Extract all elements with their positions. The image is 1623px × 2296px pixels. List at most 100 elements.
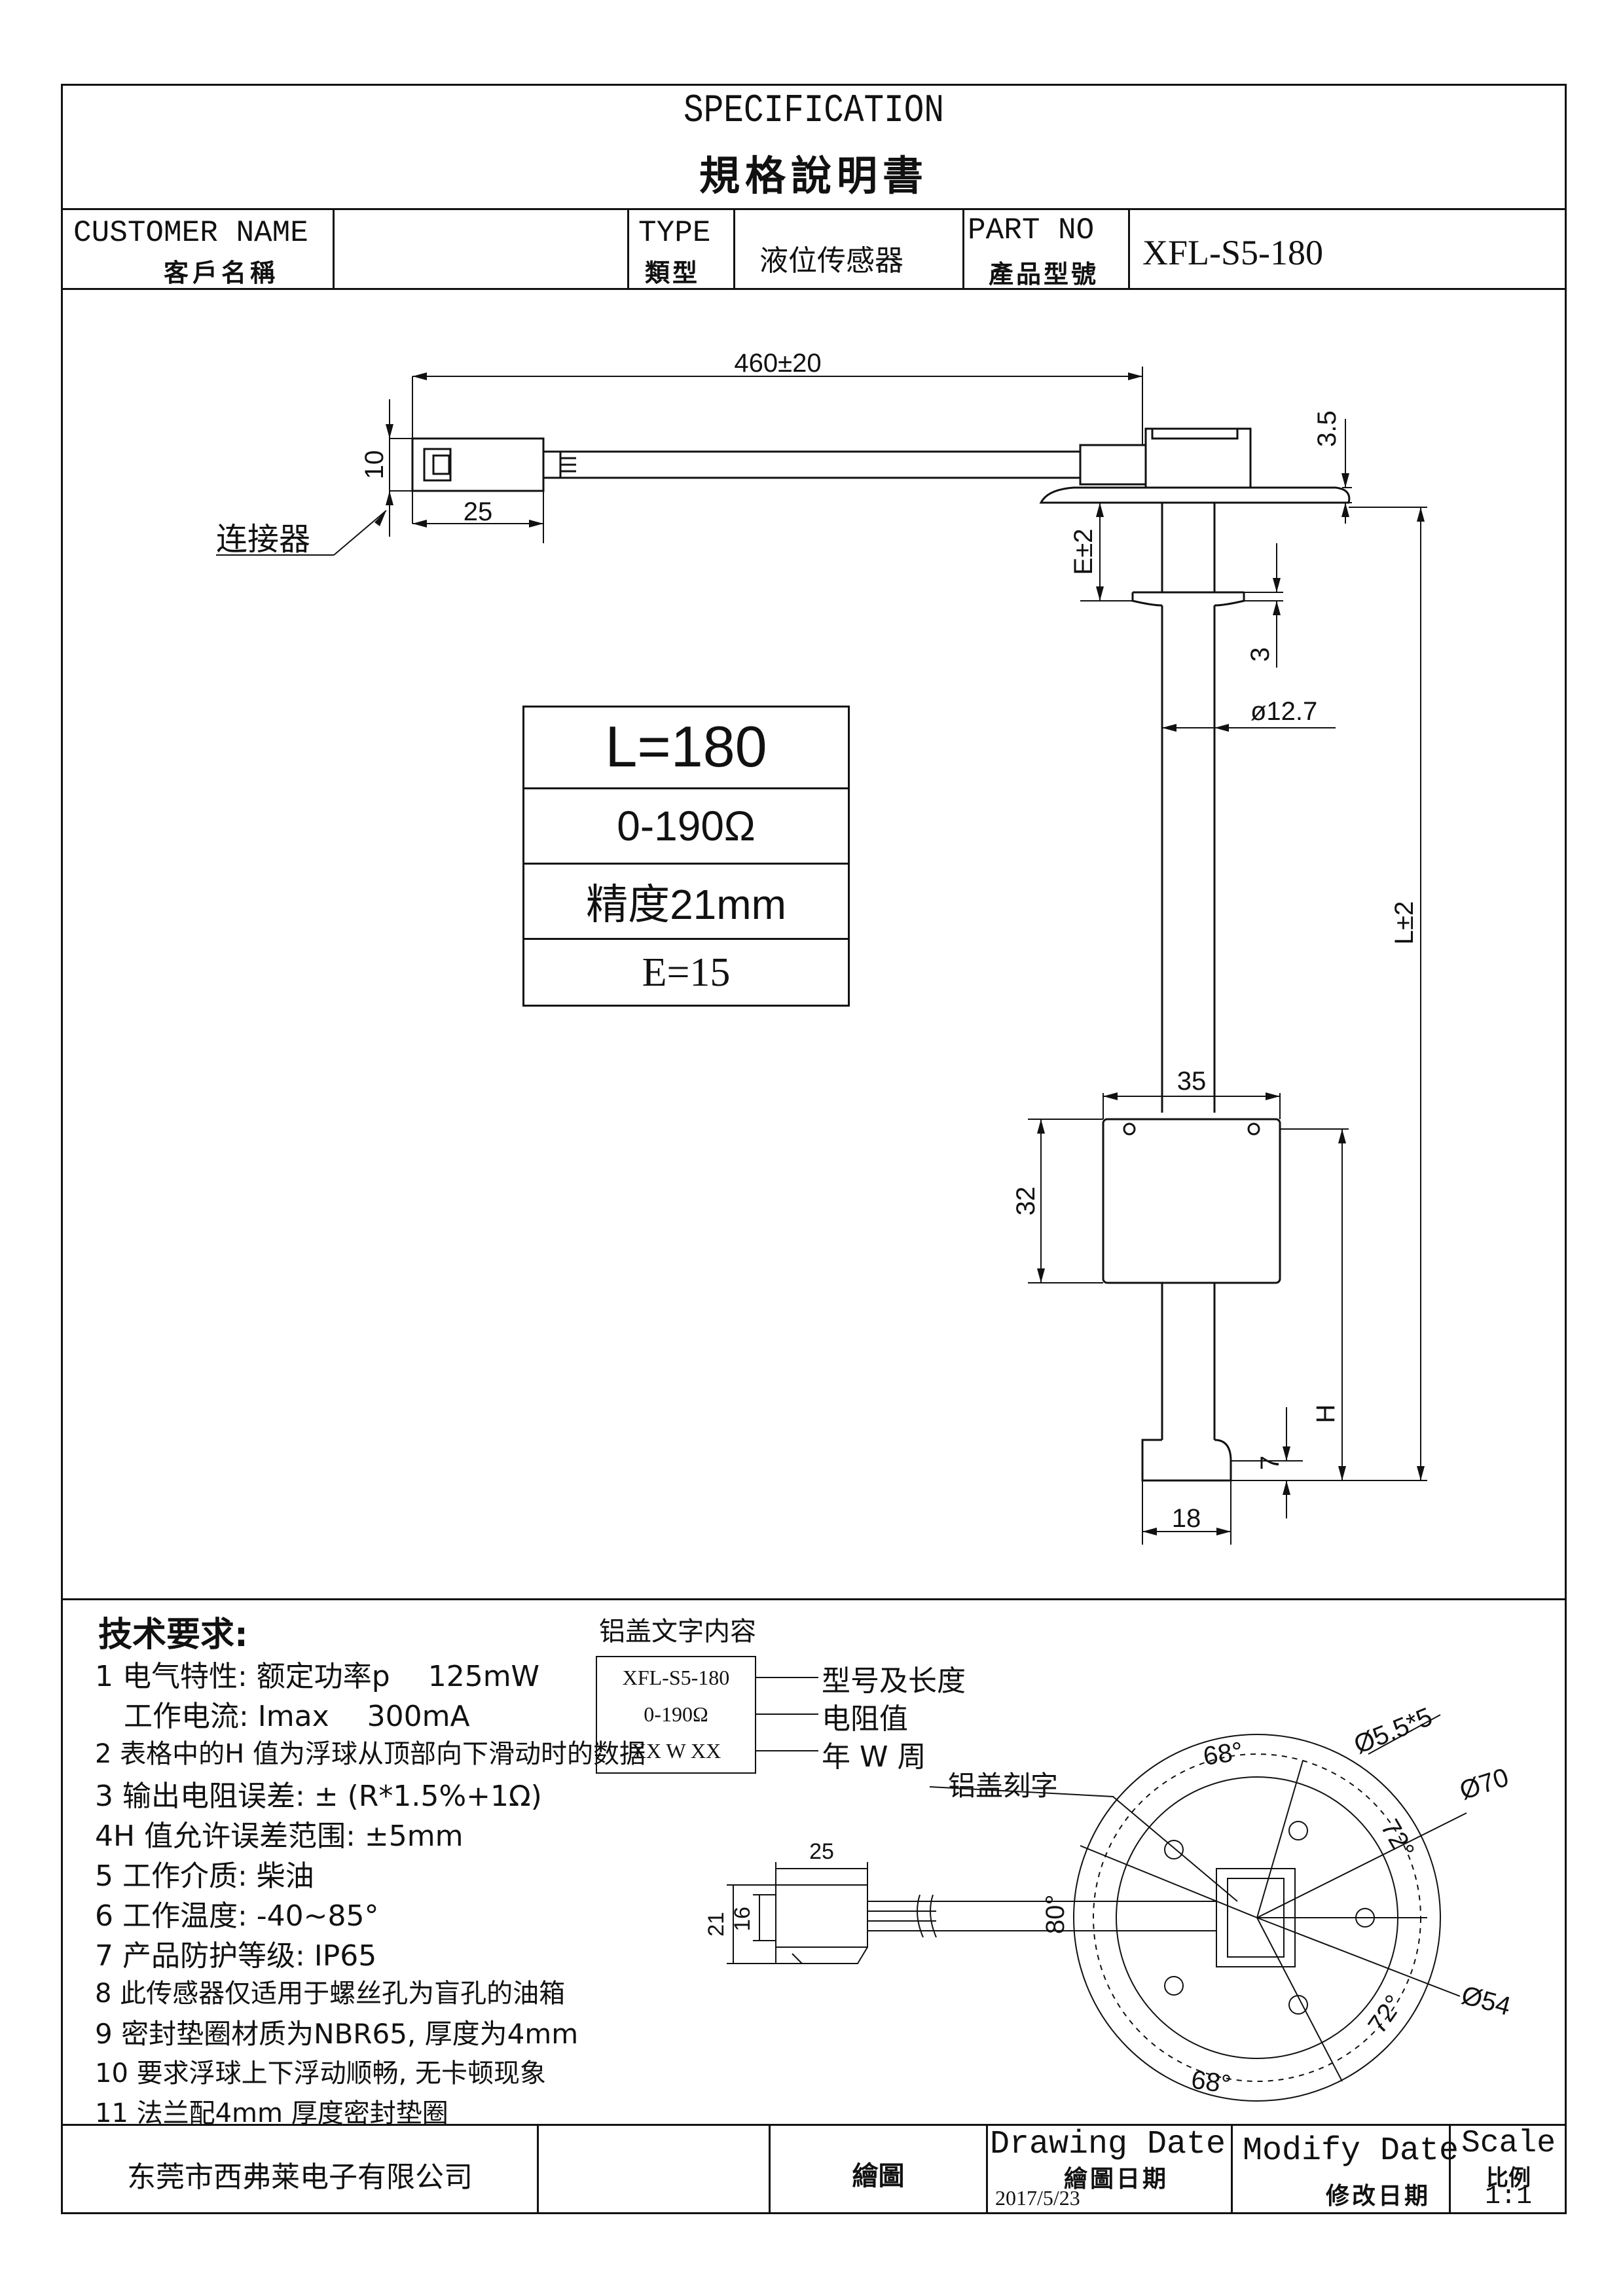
connector-label: 连接器: [216, 522, 310, 557]
modify-date-label-en: Modify Date: [1243, 2132, 1459, 2170]
drawing-date-value: 2017/5/23: [995, 2186, 1080, 2210]
cover-text-title: 铝盖文字内容: [599, 1617, 756, 1647]
side-connector-body: [775, 1884, 868, 1948]
scale-label-cn: 比例: [1486, 2165, 1531, 2191]
cover-line: XFL-S5-180: [622, 1666, 730, 1689]
dim-connector-width: 25: [464, 497, 493, 526]
legend-model: 型号及长度: [822, 1664, 966, 1698]
footer-col-2: [769, 2124, 771, 2214]
requirement-item: 1 电气特性: 额定功率p 125mW: [95, 1660, 540, 1693]
legend-line: [756, 1750, 818, 1751]
side-height-inner: 16: [730, 1907, 755, 1931]
dim-connector-height: 10: [360, 450, 389, 480]
info-col-5: [1128, 208, 1130, 289]
spec-box-row-2: [522, 863, 850, 865]
footer-col-1: [537, 2124, 539, 2214]
requirement-item: 11 法兰配4mm 厚度密封垫圈: [95, 2098, 448, 2128]
requirement-item: 5 工作介质: 柴油: [95, 1859, 314, 1893]
dim-flange-thickness: 3.5: [1313, 410, 1341, 447]
legend-line: [756, 1713, 818, 1715]
spec-box-row-1: [522, 787, 850, 789]
drawing-date-label-en: Drawing Date: [990, 2126, 1226, 2163]
legend-line: [756, 1677, 818, 1678]
dim-tube-diameter: ø12.7: [1250, 697, 1317, 726]
dim-l-tolerance: L±2: [1390, 901, 1419, 944]
float: [1102, 1118, 1281, 1284]
info-col-1: [333, 208, 335, 289]
spec-precision: 精度21mm: [586, 881, 786, 928]
requirement-item: 3 输出电阻误差: ± (R*1.5%+1Ω): [95, 1780, 542, 1813]
top-view-drawing: 25 21 16 68° Ø5.5*5 Ø70 72° 80° Ø54 72° …: [704, 1702, 1514, 2102]
angle-left: 80°: [1041, 1895, 1070, 1935]
requirement-item: 10 要求浮球上下浮动顺畅, 无卡顿现象: [95, 2058, 547, 2089]
type-label-cn: 類型: [645, 259, 701, 287]
info-col-2: [627, 208, 629, 289]
cover-text-box: [596, 1656, 756, 1774]
info-divider: [61, 288, 1567, 290]
connector-body: [411, 437, 545, 492]
sensor-drawing: 460±20 10 25 连接器 3.5 E±2 3 ø12.7 L±2 35 …: [216, 349, 1427, 1545]
outer-diameter: Ø70: [1456, 1763, 1512, 1805]
requirement-item: 4H 值允许误差范围: ±5mm: [95, 1820, 464, 1853]
customer-label-en: CUSTOMER NAME: [73, 216, 308, 250]
footer-col-5: [1449, 2124, 1451, 2214]
cable: [560, 450, 1080, 479]
drawn-label: 繪圖: [852, 2161, 905, 2191]
dim-h: H: [1311, 1405, 1340, 1424]
inner-diameter: Ø54: [1459, 1981, 1514, 2021]
cover-line: 0-190Ω: [644, 1702, 708, 1726]
dim-bottom-width: 18: [1172, 1504, 1201, 1533]
requirement-item: 2 表格中的H 值为浮球从顶部向下滑动时的数据: [95, 1739, 646, 1769]
frame-bottom: [61, 2212, 1567, 2214]
customer-label-cn: 客戶名稱: [164, 259, 280, 287]
frame-right: [1565, 84, 1567, 2214]
dim-float-width: 35: [1177, 1067, 1207, 1096]
dim-bottom-height: 7: [1256, 1456, 1285, 1470]
part-label-cn: 產品型號: [989, 260, 1099, 289]
dim-e-tolerance: E±2: [1069, 529, 1098, 575]
flange: [1039, 486, 1351, 504]
title-cn: 規格說明書: [699, 152, 928, 200]
side-width: 25: [809, 1839, 834, 1864]
screw-hole: [1288, 1821, 1308, 1840]
legend-week: 年 W 周: [822, 1740, 926, 1774]
spec-box: [522, 706, 850, 1007]
dim-float-height: 32: [1012, 1187, 1040, 1216]
side-height-outer: 21: [704, 1912, 729, 1937]
screw-hole: [1164, 1976, 1184, 1996]
drawing-date-label-cn: 繪圖日期: [1064, 2166, 1169, 2193]
scale-label-en: Scale: [1461, 2126, 1556, 2161]
company-name: 东莞市西弗莱电子有限公司: [127, 2161, 473, 2194]
footer-col-3: [986, 2124, 988, 2214]
bottom-clip: [1141, 1439, 1232, 1482]
requirement-item: 9 密封垫圈材质为NBR65, 厚度为4mm: [95, 2018, 579, 2050]
frame-left: [61, 84, 63, 2214]
requirements-divider: [61, 1598, 1567, 1600]
legend-resistance: 电阻值: [822, 1702, 908, 1736]
requirement-item: 7 产品防护等级: IP65: [95, 1939, 377, 1973]
spec-resistance: 0-190Ω: [617, 802, 756, 850]
angle-right-bottom: 72°: [1362, 1990, 1409, 2039]
modify-date-label-cn: 修改日期: [1326, 2183, 1431, 2210]
stop-collar: [1131, 591, 1245, 607]
frame-top: [61, 84, 1567, 86]
part-label-en: PART NO: [968, 213, 1095, 247]
type-value: 液位传感器: [759, 244, 903, 278]
footer-col-4: [1231, 2124, 1233, 2214]
hole-spec: Ø5.5*5: [1350, 1702, 1436, 1759]
spec-box-row-3: [522, 938, 850, 940]
info-col-4: [962, 208, 964, 289]
cover-line: XX W XX: [630, 1739, 721, 1763]
requirement-item: 工作电流: Imax 300mA: [95, 1700, 470, 1733]
requirements-title: 技术要求:: [98, 1615, 248, 1655]
requirement-item: 6 工作温度: -40~85°: [95, 1899, 379, 1933]
part-value: XFL-S5-180: [1142, 233, 1324, 272]
engrave-label: 铝盖刻字: [948, 1770, 1059, 1802]
angle-top: 68°: [1201, 1737, 1245, 1771]
info-col-3: [733, 208, 735, 289]
dim-stop-thickness: 3: [1246, 647, 1275, 662]
outer-circle: [1073, 1734, 1441, 2102]
scale-value: 1:1: [1484, 2182, 1532, 2212]
type-label-en: TYPE: [638, 216, 711, 250]
spec-e-value: E=15: [642, 950, 731, 995]
